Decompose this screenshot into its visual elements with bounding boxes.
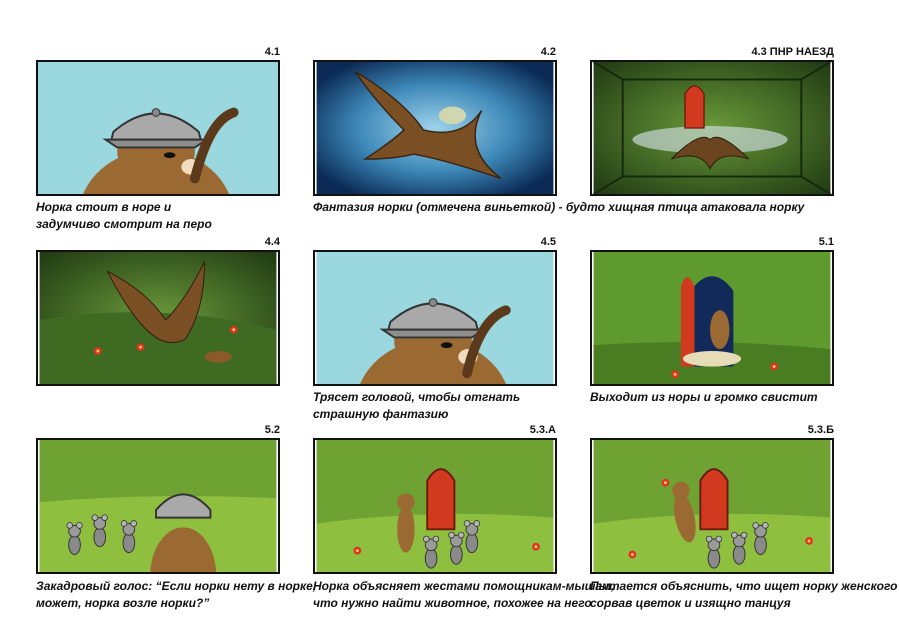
storyboard-frame	[313, 60, 557, 196]
panel-caption: Фантазия норки (отмечена виньеткой) - бу…	[313, 200, 805, 214]
panel-caption: Норка объясняет жестами помощникам-мышам…	[313, 579, 615, 610]
panel-number: 5.2	[264, 424, 280, 436]
storyboard-frame	[36, 438, 280, 574]
panel-number: 4.3 ПНР НАЕЗД	[751, 46, 834, 58]
panel-caption: Трясет головой, чтобы отгнать страшную ф…	[313, 390, 521, 421]
panel-caption: Норка стоит в норе и задумчиво смотрит н…	[36, 200, 212, 231]
storyboard-frame	[313, 250, 557, 386]
frame-drawing	[316, 440, 554, 572]
frame-drawing	[39, 62, 277, 194]
panel-number: 4.2	[540, 46, 556, 58]
storyboard-frame	[36, 60, 280, 196]
panel-number: 4.1	[264, 46, 280, 58]
panel-number: 5.3.А	[529, 424, 556, 436]
panel-number: 4.4	[264, 236, 280, 248]
panel-caption: Выходит из норы и громко свистит	[590, 390, 818, 404]
frame-drawing	[593, 252, 831, 384]
panel-number: 5.1	[818, 236, 834, 248]
panel-number: 5.3.Б	[807, 424, 834, 436]
frame-drawing	[316, 252, 554, 384]
storyboard-frame	[590, 438, 834, 574]
storyboard-frame	[590, 250, 834, 386]
storyboard-frame	[313, 438, 557, 574]
frame-drawing	[39, 252, 277, 384]
storyboard-frame	[590, 60, 834, 196]
frame-drawing	[316, 62, 554, 194]
panel-number: 4.5	[540, 236, 556, 248]
frame-drawing	[39, 440, 277, 572]
frame-drawing	[593, 62, 831, 194]
panel-caption: Пытается объяснить, что ищет норку женск…	[590, 579, 900, 610]
panel-caption: Закадровый голос: “Если норки нету в нор…	[36, 579, 317, 610]
storyboard-frame	[36, 250, 280, 386]
frame-drawing	[593, 440, 831, 572]
